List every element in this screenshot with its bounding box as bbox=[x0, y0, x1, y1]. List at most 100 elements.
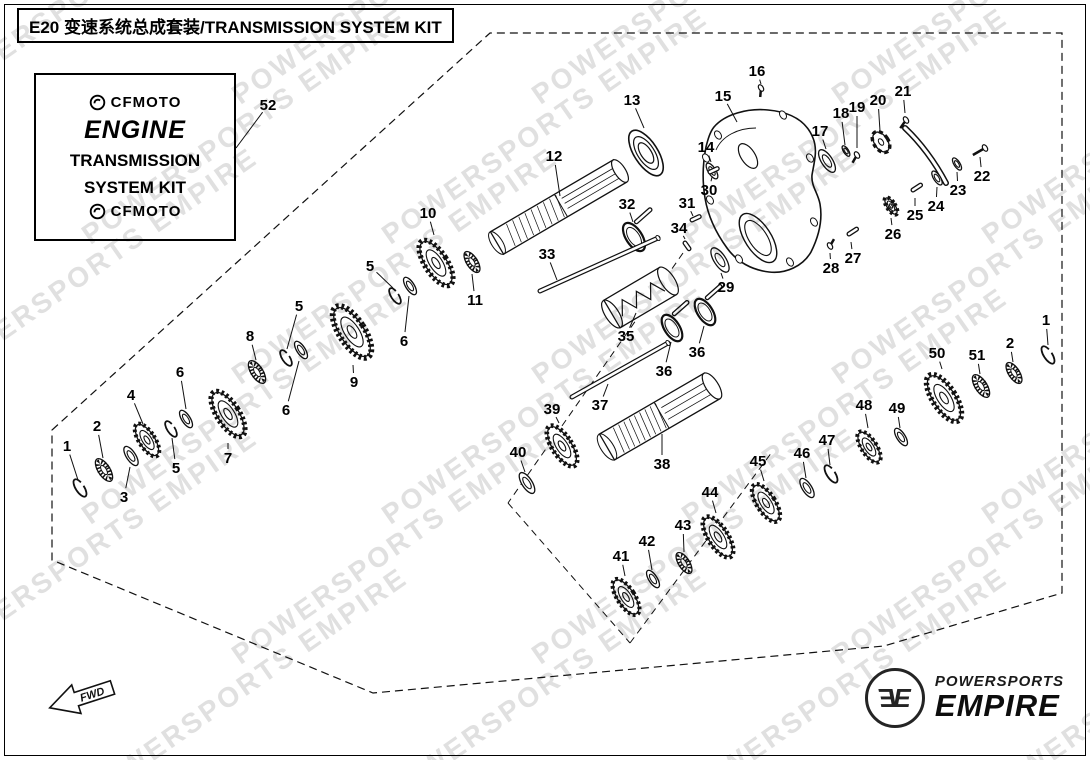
part-17 bbox=[817, 149, 837, 173]
callout-30: 30 bbox=[701, 176, 717, 199]
callout-6: 6 bbox=[282, 360, 300, 419]
callout-number: 12 bbox=[546, 148, 563, 165]
callout-number: 6 bbox=[282, 402, 290, 419]
callout-2: 2 bbox=[93, 418, 104, 459]
callout-9: 9 bbox=[350, 364, 358, 391]
part-26 bbox=[882, 195, 900, 217]
part-44 bbox=[700, 514, 736, 560]
part-38 bbox=[596, 372, 723, 461]
part-7 bbox=[208, 388, 248, 440]
callout-37: 37 bbox=[592, 383, 609, 414]
callout-number: 32 bbox=[619, 196, 636, 213]
part-31 bbox=[689, 214, 702, 223]
callout-10: 10 bbox=[420, 205, 437, 236]
callout-49: 49 bbox=[889, 400, 905, 429]
callout-number: 40 bbox=[510, 444, 527, 461]
callout-6: 6 bbox=[400, 295, 410, 350]
part-40 bbox=[518, 471, 536, 495]
callout-number: 16 bbox=[749, 63, 766, 80]
logo-empire-text: EMPIRE bbox=[934, 687, 1060, 723]
callout-number: 51 bbox=[969, 347, 986, 364]
diagram-dashed-line bbox=[507, 502, 631, 644]
part-15 bbox=[701, 108, 822, 274]
part-2 bbox=[94, 457, 114, 483]
callout-number: 47 bbox=[819, 432, 836, 449]
callout-43: 43 bbox=[675, 517, 692, 553]
callout-number: 10 bbox=[420, 205, 437, 222]
callout-36: 36 bbox=[656, 341, 672, 380]
part-24 bbox=[931, 170, 943, 186]
part-6 bbox=[402, 276, 418, 296]
callout-number: 35 bbox=[618, 328, 635, 345]
diagram-dashed-line bbox=[629, 451, 773, 644]
callout-number: 36 bbox=[689, 344, 706, 361]
callout-number: 1 bbox=[63, 438, 71, 455]
kit-system-kit-text: SYSTEM KIT bbox=[83, 177, 186, 197]
callout-number: 5 bbox=[366, 258, 374, 275]
callout-number: 33 bbox=[539, 246, 556, 263]
callout-40: 40 bbox=[510, 444, 527, 473]
part-22 bbox=[972, 144, 989, 157]
callout-3: 3 bbox=[120, 466, 131, 506]
part-27 bbox=[846, 226, 860, 237]
callout-20: 20 bbox=[870, 92, 886, 132]
callout-number: 18 bbox=[833, 105, 850, 122]
callout-1: 1 bbox=[63, 438, 79, 481]
callout-45: 45 bbox=[750, 453, 767, 482]
callout-number: 5 bbox=[172, 460, 180, 477]
callout-36: 36 bbox=[689, 325, 706, 361]
part-21 bbox=[899, 116, 910, 129]
callout-number: 4 bbox=[127, 387, 136, 404]
part-42 bbox=[645, 569, 661, 589]
callout-46: 46 bbox=[794, 445, 810, 479]
callout-number: 2 bbox=[93, 418, 101, 435]
part-36 bbox=[660, 300, 690, 343]
callout-number: 43 bbox=[675, 517, 692, 534]
part-46 bbox=[799, 477, 815, 499]
kit-brand-text: CFMOTO bbox=[110, 94, 182, 112]
callout-28: 28 bbox=[823, 252, 839, 277]
part-16 bbox=[757, 84, 765, 98]
part-1 bbox=[72, 478, 88, 498]
callout-number: 11 bbox=[467, 292, 483, 309]
callout-number: 45 bbox=[750, 453, 767, 470]
callout-6: 6 bbox=[176, 364, 187, 410]
callout-number: 48 bbox=[856, 397, 873, 414]
part-18 bbox=[841, 145, 851, 157]
part-47 bbox=[823, 464, 839, 484]
part-48 bbox=[855, 429, 883, 465]
callout-38: 38 bbox=[654, 434, 671, 473]
cfmoto-logo-icon bbox=[89, 203, 105, 219]
callout-number: 6 bbox=[176, 364, 184, 381]
callout-11: 11 bbox=[467, 273, 483, 309]
kit-label-box: CFMOTO ENGINE TRANSMISSION SYSTEM KIT CF… bbox=[34, 73, 236, 241]
part-30 bbox=[707, 166, 720, 175]
callout-26: 26 bbox=[885, 217, 901, 243]
callout-number: 50 bbox=[929, 345, 946, 362]
part-29 bbox=[710, 247, 730, 273]
part-33 bbox=[537, 235, 661, 294]
part-32 bbox=[621, 207, 653, 253]
callout-number: 6 bbox=[400, 333, 408, 350]
fwd-arrow: FWD bbox=[40, 671, 126, 728]
callout-13: 13 bbox=[624, 92, 645, 129]
part-3 bbox=[123, 445, 139, 467]
callout-number: 38 bbox=[654, 456, 671, 473]
callout-35: 35 bbox=[618, 312, 637, 345]
callout-number: 24 bbox=[928, 198, 945, 215]
callout-number: 2 bbox=[1006, 335, 1014, 352]
callout-number: 9 bbox=[350, 374, 358, 391]
cfmoto-logo-icon bbox=[89, 95, 105, 111]
callout-47: 47 bbox=[819, 432, 836, 466]
kit-brand-bottom: CFMOTO bbox=[89, 203, 182, 220]
callout-number: 3 bbox=[120, 489, 128, 506]
part-1 bbox=[1040, 345, 1056, 365]
part-6 bbox=[293, 340, 309, 360]
part-5 bbox=[164, 420, 178, 438]
part-37 bbox=[569, 340, 671, 400]
callout-25: 25 bbox=[907, 198, 923, 224]
part-25 bbox=[910, 182, 924, 193]
